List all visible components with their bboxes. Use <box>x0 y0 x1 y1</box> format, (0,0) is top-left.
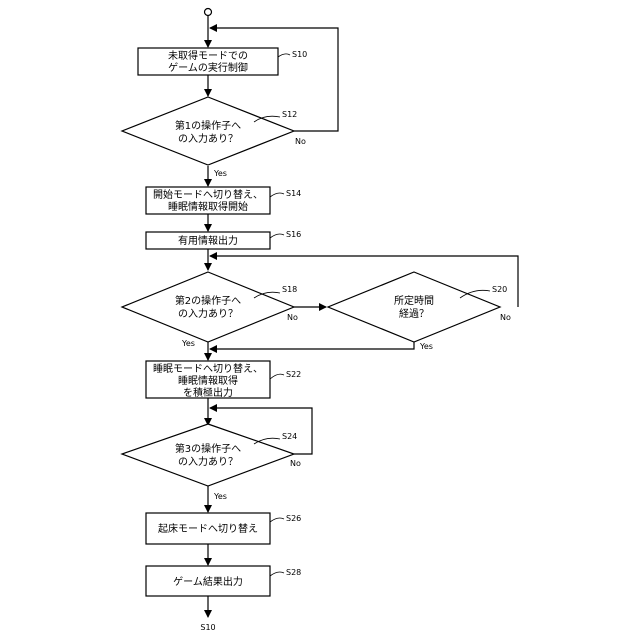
step-s16: 有用情報出力 <box>146 232 270 249</box>
start-terminal <box>205 9 212 16</box>
step-id-s24: S24 <box>282 432 297 441</box>
step-s14-line1: 開始モードへ切り替え、 <box>153 188 263 201</box>
decision-s18-line2: の入力あり？ <box>178 307 238 320</box>
step-id-s18: S18 <box>282 285 297 294</box>
decision-s12-line2: の入力あり？ <box>178 132 238 145</box>
step-id-s10: S10 <box>292 50 307 59</box>
step-s22-line1: 睡眠モードへ切り替え、 <box>153 362 263 375</box>
step-s14-line2: 睡眠情報取得開始 <box>168 200 248 213</box>
step-s16-line1: 有用情報出力 <box>178 234 238 247</box>
s12-yes-label: Yes <box>213 169 227 178</box>
step-s26-line1: 起床モードへ切り替え <box>158 522 258 535</box>
step-id-s28: S28 <box>286 568 301 577</box>
s20-yes-label: Yes <box>419 342 433 351</box>
s18-no-label: No <box>287 313 298 322</box>
step-s22-line2: 睡眠情報取得 <box>178 374 238 387</box>
s24-no-label: No <box>290 459 301 468</box>
step-s14: 開始モードへ切り替え、 睡眠情報取得開始 <box>146 187 270 214</box>
step-id-s26: S26 <box>286 514 301 523</box>
decision-s18-line1: 第2の操作子へ <box>175 294 241 307</box>
decision-s12: 第1の操作子へ の入力あり？ <box>122 97 294 165</box>
decision-s24-line2: の入力あり？ <box>178 455 238 468</box>
end-connector-label: S10 <box>200 623 215 632</box>
step-id-s16: S16 <box>286 230 301 239</box>
step-s28: ゲーム結果出力 <box>146 566 270 596</box>
decision-s20-line2: 経過？ <box>399 307 429 320</box>
decision-s20-line1: 所定時間 <box>394 294 434 307</box>
step-s22: 睡眠モードへ切り替え、 睡眠情報取得 を積極出力 <box>146 361 270 399</box>
step-s10: 未取得モードでの ゲームの実行制御 <box>138 48 278 75</box>
step-s10-line1: 未取得モードでの <box>168 50 248 62</box>
s18-yes-label: Yes <box>181 339 195 348</box>
step-id-s20: S20 <box>492 285 507 294</box>
s12-no-label: No <box>295 137 306 146</box>
s24-yes-label: Yes <box>213 492 227 501</box>
step-s22-line3: を積極出力 <box>183 386 233 399</box>
decision-s12-line1: 第1の操作子へ <box>175 119 241 132</box>
s20-no-label: No <box>500 313 511 322</box>
step-id-s12: S12 <box>282 110 297 119</box>
decision-s24-line1: 第3の操作子へ <box>175 442 241 455</box>
decision-s18: 第2の操作子へ の入力あり？ <box>122 272 294 342</box>
step-s26: 起床モードへ切り替え <box>146 513 270 544</box>
step-s10-line2: ゲームの実行制御 <box>168 61 248 74</box>
step-s28-line1: ゲーム結果出力 <box>173 575 243 588</box>
step-id-s22: S22 <box>286 370 301 379</box>
decision-s24: 第3の操作子へ の入力あり？ <box>122 424 294 486</box>
step-id-s14: S14 <box>286 189 301 198</box>
decision-s20: 所定時間 経過？ <box>328 272 500 342</box>
